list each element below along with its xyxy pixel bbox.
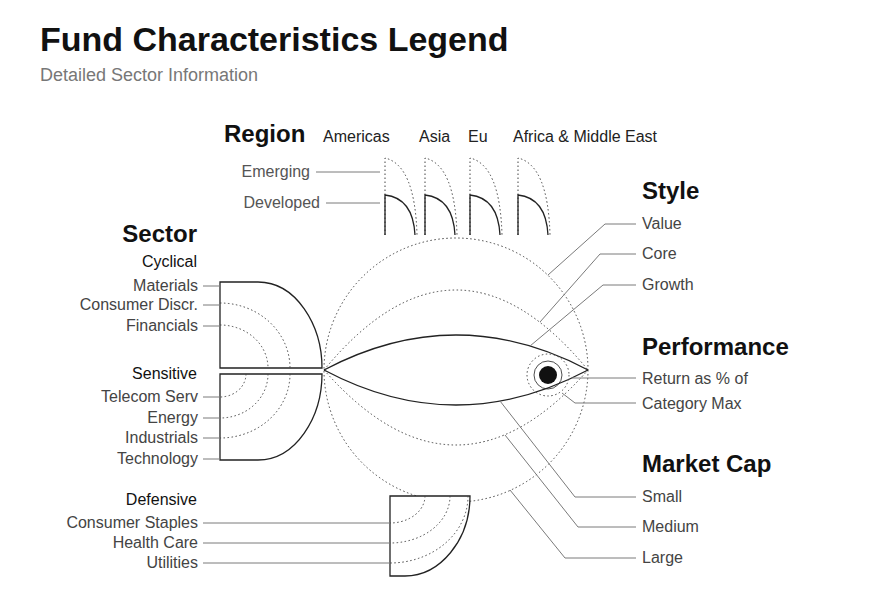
leader-line [326,203,380,204]
emerging-fin [385,158,417,235]
leader-line [203,543,390,544]
sector-label: Financials [126,317,198,335]
sector-label: Materials [133,277,198,295]
market-type-label: Emerging [242,163,310,181]
sector-label: Consumer Staples [66,514,198,532]
defensive-fin [390,496,470,576]
sector-label: Energy [147,409,198,427]
leader-line [500,401,636,497]
emerging-fin [518,158,550,235]
fin-arc [390,496,468,563]
market-cap-label: Large [642,549,683,567]
region-label: Eu [468,128,488,146]
leader-line [203,397,220,398]
emerging-fin [425,158,457,235]
leader-line [203,563,390,564]
style-label: Growth [642,276,694,294]
leader-line [548,224,636,275]
leader-line [203,438,220,439]
leader-line [530,285,636,346]
region-label: Asia [419,128,450,146]
developed-fin [518,195,548,235]
section-heading: Market Cap [642,450,771,478]
eye-ring [534,361,562,389]
region-label: Americas [323,128,390,146]
leader-line [203,418,220,419]
leader-line [572,378,636,379]
sector-label: Health Care [113,534,198,552]
market-cap-label: Small [642,488,682,506]
region-label: Africa & Middle East [513,128,657,146]
leader-line [540,254,636,322]
group-label: Defensive [126,491,197,509]
sensitive-fin [220,374,322,460]
subtitle: Detailed Sector Information [40,65,258,86]
sector-label: Industrials [125,429,198,447]
leader-line [316,172,380,173]
fin-arc [220,374,268,418]
section-heading: Sector [122,220,197,248]
section-heading: Performance [642,333,789,361]
market-cap-label: Medium [642,518,699,536]
sector-fins [220,282,470,576]
fin-arc [220,303,290,368]
developed-fin [385,195,415,235]
sector-label: Utilities [146,554,198,572]
section-heading: Region [224,120,305,148]
eye-dot [539,366,557,384]
leader-line [203,326,220,327]
style-label: Value [642,215,682,233]
leader-line [510,490,636,558]
leader-line [505,435,636,527]
emerging-fin [470,158,502,235]
leader-lines [203,172,636,563]
growth-arc [324,335,588,370]
fin-arc [220,325,268,368]
fin-arc [220,374,246,397]
performance-label: Return as % of Category Max [642,366,766,416]
fin-arc [390,496,425,523]
fin-arc [220,374,290,438]
sector-label: Telecom Serv [101,388,198,406]
developed-fin [425,195,455,235]
sector-label: Consumer Discr. [80,296,198,314]
eye-ring [527,354,569,396]
leader-line [203,305,220,306]
leader-line [203,286,220,287]
style-label: Core [642,245,677,263]
developed-fin [470,195,500,235]
group-label: Cyclical [142,253,197,271]
section-heading: Style [642,177,699,205]
market-type-label: Developed [244,194,321,212]
group-label: Sensitive [132,365,197,383]
sector-label: Technology [117,450,198,468]
region-fins [385,158,550,235]
leader-line [203,523,390,524]
fin-arc [390,496,450,543]
leader-line [203,459,220,460]
cyclical-fin [220,282,322,368]
title: Fund Characteristics Legend [40,20,509,59]
leader-line [562,393,636,403]
